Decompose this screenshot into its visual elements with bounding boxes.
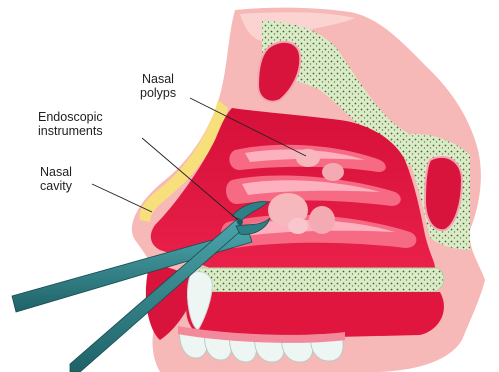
nasal-polyp — [296, 149, 320, 167]
label-endoscopic-line2: instruments — [38, 124, 103, 138]
nasal-polyp — [288, 218, 308, 234]
leader-nasal-cavity — [92, 184, 152, 212]
nasal-polyp — [322, 163, 344, 181]
label-nasal-polyps-line1: Nasal — [142, 72, 174, 86]
label-nasal-cavity-line2: cavity — [40, 179, 73, 193]
hard-palate — [194, 268, 444, 292]
label-nasal-polyps-line2: polyps — [140, 86, 176, 100]
label-endoscopic-line1: Endoscopic — [38, 110, 103, 124]
nasal-polyp — [309, 206, 335, 234]
label-nasal-cavity-line1: Nasal — [40, 165, 72, 179]
